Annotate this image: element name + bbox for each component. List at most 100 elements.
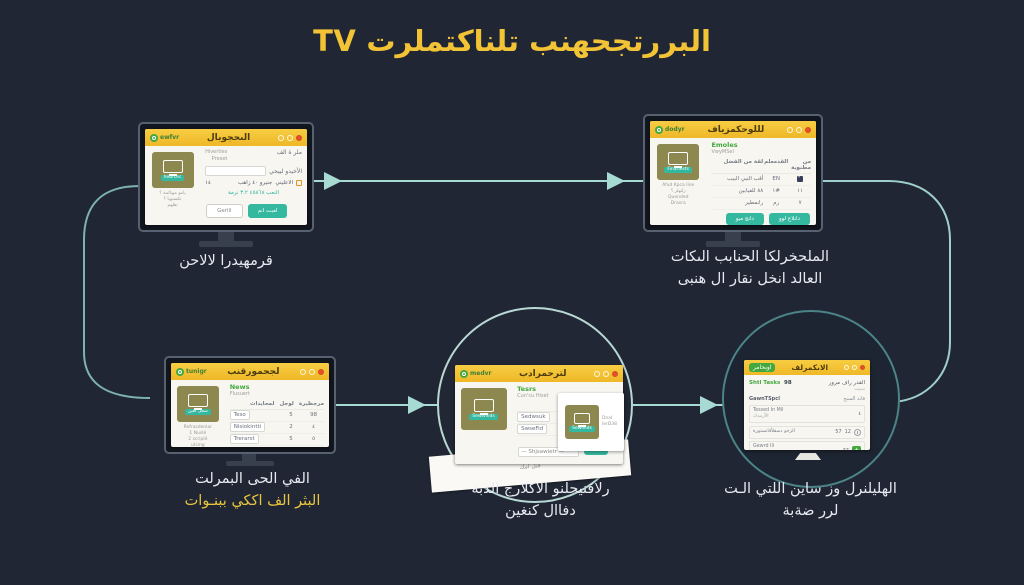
- list-item-value: 37: [843, 448, 849, 450]
- maximize-icon[interactable]: [287, 134, 293, 141]
- table-row[interactable]: ١١ #١ ٨٨ للفيابين: [711, 186, 811, 198]
- monitor-1-form: ملر ة الف Hiverties Preset الأخيدو لييحي…: [200, 146, 307, 225]
- device-badge: Sewlvvids: [469, 413, 498, 420]
- close-icon[interactable]: [860, 365, 865, 370]
- list-item-value: ٤: [858, 410, 861, 417]
- field-label: الأخيدو لييحي: [269, 167, 302, 175]
- monitor-3-body: سجل لعين Refrasdenlar 1 Nuslé 2 scriplé …: [171, 380, 329, 447]
- monitor-2-stand-base: [706, 241, 760, 247]
- secondary-button[interactable]: Gerlil: [206, 204, 243, 218]
- window-title: لللوحكمزياف: [707, 124, 765, 135]
- cell-input[interactable]: SwseFid: [517, 424, 548, 434]
- button-row: ادخ نرل ١ بلعت: [230, 446, 324, 448]
- cell-value: EN: [772, 176, 780, 182]
- primary-button[interactable]: [584, 449, 609, 455]
- minimize-icon[interactable]: [278, 134, 284, 141]
- dropdown-select[interactable]: — Shjsawietr —: [518, 447, 580, 457]
- list-item[interactable]: Tessed In Mil الأرنيدك ٤: [749, 404, 865, 424]
- logo-label: dodyr: [665, 126, 685, 133]
- stat-title-text: القدر راف مرور: [828, 380, 865, 386]
- logo-icon: [655, 125, 663, 134]
- close-icon[interactable]: [612, 370, 618, 377]
- primary-button[interactable]: دانلاع لوو: [769, 212, 810, 225]
- primary-button[interactable]: لعبت انم: [247, 204, 288, 218]
- close-icon[interactable]: [296, 134, 302, 141]
- step-3-text-line2: البثر الف اككي ببنـوات: [184, 493, 321, 510]
- monitor-1: ewfvr الىحجوبال hebfcec يامو موبالمة ؟ ت…: [138, 122, 314, 232]
- tv-icon: [187, 393, 208, 410]
- section-heading: News: [229, 383, 250, 391]
- device-badge: hebfcec: [160, 174, 185, 181]
- page-title: البررتجحهنب تلناكتملرت TV: [313, 24, 711, 58]
- maximize-icon[interactable]: [796, 126, 802, 133]
- window-title: الىحجوبال: [206, 132, 251, 143]
- window-title: لجحمورقنب: [227, 366, 280, 377]
- app-logo: اوبحامر: [749, 363, 776, 372]
- step-3-text-line1: الفي الحى البمرلت: [195, 471, 310, 487]
- monitor-3-stand: [242, 454, 256, 461]
- circle-mid-titlebar: medvr لترحمرادب: [455, 365, 623, 382]
- step-1-text: قرمهيدرا لالاحن: [179, 253, 273, 269]
- zoom-detail-card: Sewlvids Dnal lerD38: [558, 393, 624, 451]
- cell-input[interactable]: Sedwsuk: [517, 412, 550, 422]
- checkbox[interactable]: [797, 174, 804, 182]
- list-item-text: Tessed In Mil الأرنيدك: [753, 408, 783, 421]
- minimize-icon[interactable]: [787, 126, 793, 133]
- cell-input[interactable]: Teso: [229, 410, 250, 420]
- text-input[interactable]: [205, 166, 267, 176]
- device-panel: hebfcec: [151, 152, 194, 188]
- stat-label: Shtl Tasks: [749, 380, 781, 386]
- monitor-3-window: tunigr لجحمورقنب سجل لعين Refrasdenlar 1…: [171, 363, 329, 447]
- cell-value: #١: [772, 188, 780, 194]
- cell-input[interactable]: Trerarst: [229, 434, 259, 444]
- list-item[interactable]: Gewrd Ili مسبودا؟ 37 +: [749, 441, 865, 450]
- tv-icon: [162, 159, 183, 176]
- logo-label: medvr: [470, 370, 492, 377]
- stat-title: القدر راف مرور سبيت: [829, 380, 865, 392]
- col-header: لوجل: [279, 400, 294, 407]
- table-header: من مطنوبة القدمعلم لقة من الفضل: [711, 159, 811, 174]
- minimize-icon[interactable]: [844, 365, 849, 370]
- list-item-text: الزجو دسقلأقانستورة: [753, 429, 795, 435]
- list-item-sub: الأرنيدك: [753, 413, 769, 419]
- table-row[interactable]: EN أقب النبي البيب: [711, 174, 811, 186]
- minimize-icon[interactable]: [300, 368, 306, 375]
- checkbox-label: الاعليني: [275, 180, 293, 186]
- checkbox[interactable]: [296, 180, 302, 186]
- device-badge: سجل لعين: [184, 408, 211, 415]
- window-controls: [594, 370, 618, 377]
- stats-row: القدر راف مرور سبيت Shtl Tasks 98: [749, 378, 865, 394]
- logo-label: ewfvr: [160, 134, 180, 141]
- monitor-3-titlebar: tunigr لجحمورقنب: [171, 363, 329, 380]
- cell-input[interactable]: Nisiokintti: [229, 422, 266, 432]
- window-controls: [787, 126, 811, 133]
- maximize-icon[interactable]: [603, 370, 609, 377]
- list-item-text: Gewrd Ili مسبودا؟: [753, 444, 774, 450]
- tv-icon: [573, 412, 590, 427]
- add-button[interactable]: +: [852, 446, 861, 450]
- close-icon[interactable]: [805, 126, 811, 133]
- table-row[interactable]: ٥ 5 Trerarst: [229, 434, 324, 446]
- cell-value: ٥: [312, 436, 316, 442]
- minimize-icon[interactable]: [594, 370, 600, 377]
- info-link[interactable]: النعب ٤٥٨٦٨ ٣.٢ نرمة: [227, 190, 280, 196]
- list-item[interactable]: الزجو دسقلأقانستورة 57 12: [749, 425, 865, 439]
- step-4-text-line1: رلاقنيحلنو الاكلارج الدبة: [471, 481, 610, 497]
- close-icon[interactable]: [318, 368, 324, 375]
- field-row: الأخيدو لييحي: [205, 166, 302, 176]
- clock-icon: [854, 428, 861, 436]
- section-subheading: VwyMSel: [711, 149, 734, 155]
- secondary-button[interactable]: دانج ميو: [725, 212, 764, 225]
- cell-value: 5: [289, 412, 293, 418]
- cell-name: ٨٨ للفيابين: [738, 188, 764, 194]
- monitor-2-sidebar: FinalTests Afud Kpca line زلتهلر ؟ Quend…: [650, 138, 706, 225]
- table-row[interactable]: 98 5 Teso: [229, 410, 324, 422]
- table-row[interactable]: ٤ 2 Nisiokintti: [229, 422, 324, 434]
- meta-note: Hiverties Preset: [205, 149, 228, 162]
- maximize-icon[interactable]: [852, 365, 857, 370]
- maximize-icon[interactable]: [309, 368, 315, 375]
- arrow-right-icon: [324, 172, 342, 190]
- table-row[interactable]: ٧ رم رانمطير: [711, 198, 811, 210]
- monitor-2-body: FinalTests Afud Kpca line زلتهلر ؟ Quend…: [650, 138, 816, 225]
- meta-row: ملر ة الف Hiverties Preset: [205, 149, 302, 162]
